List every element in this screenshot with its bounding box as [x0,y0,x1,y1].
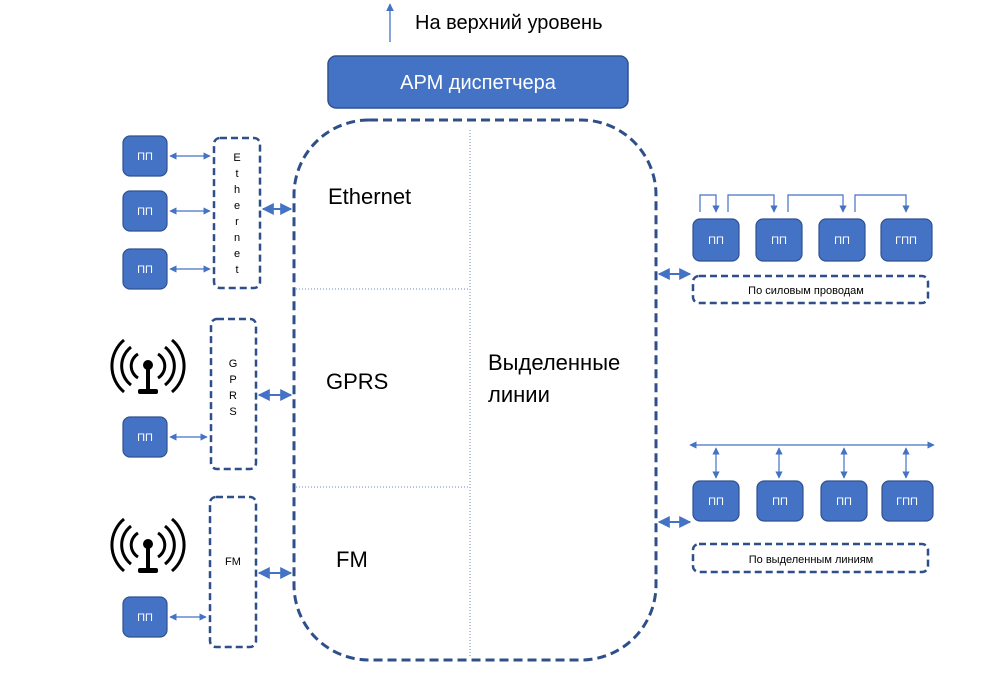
leased-line-caption: По выделенным линиям [749,554,874,566]
ethernet-letter: n [234,232,240,244]
svg-text:ПП: ПП [708,235,724,247]
power-line-caption-box: По силовым проводам [691,274,930,305]
gpp-node: ГПП [881,480,934,522]
pp-node: ПП [122,416,168,458]
ethernet-letter: r [235,216,239,228]
svg-text:ПП: ПП [772,496,788,508]
gprs-letter: S [229,406,236,418]
ethernet-adapter: E t h e r n e t [212,136,262,290]
antenna-icon [110,517,186,573]
gprs-letter: R [229,390,237,402]
ethernet-letter: e [234,248,240,260]
leased-line-caption-box: По выделенным линиям [691,542,930,574]
leased-lines-label-1: Выделенные [488,350,620,375]
power-line-connectors [699,194,910,213]
pp-node: ПП [755,218,803,262]
svg-text:ГПП: ГПП [896,496,918,508]
ethernet-letter: t [235,264,238,276]
pp-node: ПП [756,480,804,522]
dispatcher-label: АРМ диспетчера [400,72,557,94]
svg-text:ГПП: ГПП [895,235,917,247]
ethernet-letter: t [235,168,238,180]
pp-node: ПП [692,480,740,522]
leased-lines-label-2: линии [488,382,550,407]
svg-text:ПП: ПП [137,612,153,624]
svg-text:ПП: ПП [771,235,787,247]
gpp-node: ГПП [880,218,933,262]
gprs-adapter: G P R S [209,317,258,471]
svg-text:ПП: ПП [834,235,850,247]
antenna-icon [110,338,186,394]
fm-adapter-label: FM [225,556,241,568]
svg-text:ПП: ПП [137,206,153,218]
upper-level-label: На верхний уровень [415,12,603,34]
svg-text:ПП: ПП [836,496,852,508]
power-line-caption: По силовым проводам [748,285,864,297]
ethernet-letter: E [233,152,240,164]
dispatcher-workstation: АРМ диспетчера [327,55,629,109]
svg-text:ПП: ПП [137,432,153,444]
pp-node: ПП [818,218,866,262]
ethernet-letter: h [234,184,240,196]
pp-node: ПП [122,248,168,290]
section-ethernet-label: Ethernet [328,184,411,209]
pp-node: ПП [122,190,168,232]
svg-text:ПП: ПП [137,264,153,276]
pp-node: ПП [122,596,168,638]
gprs-letter: G [229,358,238,370]
pp-node: ПП [122,135,168,177]
section-fm-label: FM [336,547,368,572]
ethernet-letter: e [234,200,240,212]
pp-node: ПП [820,480,868,522]
central-hub: Ethernet GPRS FM Выделенные линии [292,118,658,662]
section-gprs-label: GPRS [326,369,388,394]
svg-text:ПП: ПП [708,496,724,508]
pp-node: ПП [692,218,740,262]
fm-adapter: FM [208,495,258,649]
svg-text:ПП: ПП [137,151,153,163]
gprs-letter: P [229,374,236,386]
